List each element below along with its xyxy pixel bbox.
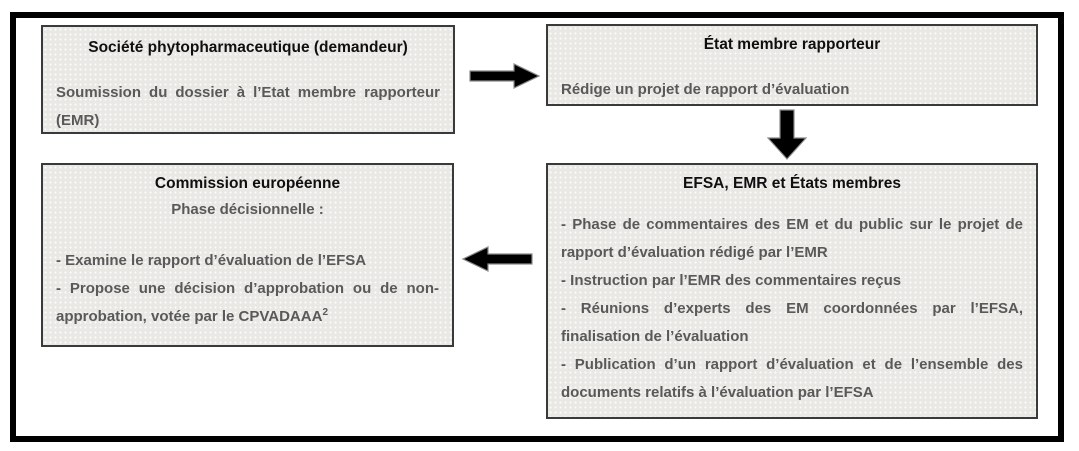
flow-arrow-down-icon bbox=[767, 109, 807, 160]
box-efsa-item: - Phase de commentaires des EM et du pub… bbox=[561, 216, 1023, 261]
box-commission-item: - Examine le rapport d’évaluation de l’E… bbox=[56, 252, 367, 269]
box-commission-title: Commission européenne bbox=[154, 175, 341, 192]
spacer bbox=[561, 197, 1023, 211]
box-commission-subtitle: Phase décisionnelle : bbox=[171, 201, 324, 218]
box-efsa-item: - Instruction par l’EMR des commentaires… bbox=[561, 272, 902, 289]
box-efsa: EFSA, EMR et États membres - Phase de co… bbox=[546, 163, 1038, 419]
flow-arrow-right-icon bbox=[469, 63, 541, 89]
box-commission-item: - Propose une décision d’approbation ou … bbox=[56, 275, 439, 331]
box-efsa-title: EFSA, EMR et États membres bbox=[683, 175, 901, 192]
spacer bbox=[56, 61, 440, 79]
box-rapporteur: État membre rapporteur Rédige un projet … bbox=[546, 24, 1038, 106]
box-applicant-title: Société phytopharmaceutique (demandeur) bbox=[88, 39, 408, 56]
box-efsa-item: - Publication d’un rapport d’évaluation … bbox=[561, 356, 1023, 401]
box-efsa-item: - Réunions d’experts des EM coordonnées … bbox=[561, 300, 1023, 345]
box-applicant-body: Soumission du dossier à l’Etat membre ra… bbox=[56, 84, 440, 129]
diagram-border-frame bbox=[10, 12, 1064, 442]
box-rapporteur-body: Rédige un projet de rapport d’évaluation bbox=[561, 81, 850, 98]
box-applicant: Société phytopharmaceutique (demandeur) … bbox=[41, 25, 455, 134]
spacer bbox=[56, 223, 439, 247]
spacer bbox=[561, 58, 1023, 76]
box-rapporteur-title: État membre rapporteur bbox=[703, 36, 881, 53]
flow-arrow-left-icon bbox=[461, 246, 533, 272]
box-commission: Commission européenne Phase décisionnell… bbox=[41, 163, 454, 347]
box-commission-item-text: - Propose une décision d’approbation ou … bbox=[56, 280, 439, 325]
footnote-superscript: 2 bbox=[322, 307, 328, 318]
